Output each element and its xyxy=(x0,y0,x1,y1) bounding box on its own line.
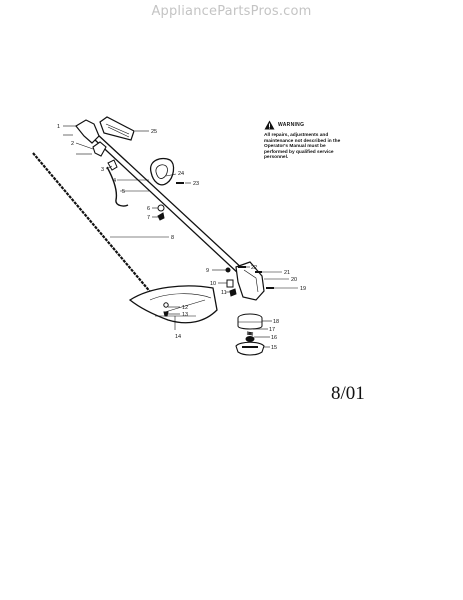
part-label-20: 20 xyxy=(291,277,297,283)
part-label-12: 12 xyxy=(182,305,188,311)
part-label-15: 15 xyxy=(271,345,277,351)
warning-triangle-icon xyxy=(264,120,275,130)
guard-shield-shape xyxy=(128,285,218,324)
site-header[interactable]: AppliancePartsPros.com xyxy=(151,4,312,19)
part-label-9: 9 xyxy=(206,268,209,274)
part-label-19: 19 xyxy=(300,286,306,292)
part-label-11: 11 xyxy=(221,290,227,296)
warning-notice: WARNING All repairs, adjustments and mai… xyxy=(264,120,346,161)
washer-12-shape xyxy=(163,302,169,308)
part-label-3: 3 xyxy=(101,167,104,173)
bolt-7-shape xyxy=(157,212,165,221)
part-label-1: 1 xyxy=(57,124,60,130)
screw-13-shape xyxy=(163,311,169,317)
warning-title: WARNING xyxy=(278,122,305,128)
drive-cable-line xyxy=(32,152,153,295)
part-label-22: 22 xyxy=(251,265,257,271)
part-label-4: 4 xyxy=(113,178,116,184)
part-label-6: 6 xyxy=(147,206,150,212)
date-code: 8/01 xyxy=(331,383,365,404)
part-label-5: 5 xyxy=(122,189,125,195)
warning-text: All repairs, adjustments and maintenance… xyxy=(264,133,341,161)
bump-knob-shape xyxy=(235,341,265,356)
part-label-14: 14 xyxy=(175,334,181,340)
part-label-24: 24 xyxy=(178,171,184,177)
warning-heading: WARNING xyxy=(264,120,346,130)
clamp-shape xyxy=(92,141,107,157)
part-label-17: 17 xyxy=(269,327,275,333)
throttle-cable-shape xyxy=(106,166,129,207)
spool-shape xyxy=(245,336,255,342)
part-label-8: 8 xyxy=(171,235,174,241)
part-label-10: 10 xyxy=(210,281,216,287)
part-label-16: 16 xyxy=(271,335,277,341)
part-label-25: 25 xyxy=(151,129,157,135)
trigger-shape xyxy=(107,159,118,171)
spring-shape xyxy=(246,331,254,336)
handle-grip-shape xyxy=(75,119,100,144)
strap-loop-shape xyxy=(149,157,175,186)
part-11-shape xyxy=(229,288,237,297)
shaft-tube-bottom xyxy=(93,138,255,289)
part-10-shape xyxy=(226,279,234,288)
part-label-2: 2 xyxy=(71,141,74,147)
part-label-21: 21 xyxy=(284,270,290,276)
part-label-23: 23 xyxy=(193,181,199,187)
knob-6-shape xyxy=(157,204,165,212)
part-label-13: 13 xyxy=(182,312,188,318)
part-label-18: 18 xyxy=(273,319,279,325)
part-label-7: 7 xyxy=(147,215,150,221)
shaft-tube-top xyxy=(96,133,259,284)
part-9-shape xyxy=(225,267,231,273)
